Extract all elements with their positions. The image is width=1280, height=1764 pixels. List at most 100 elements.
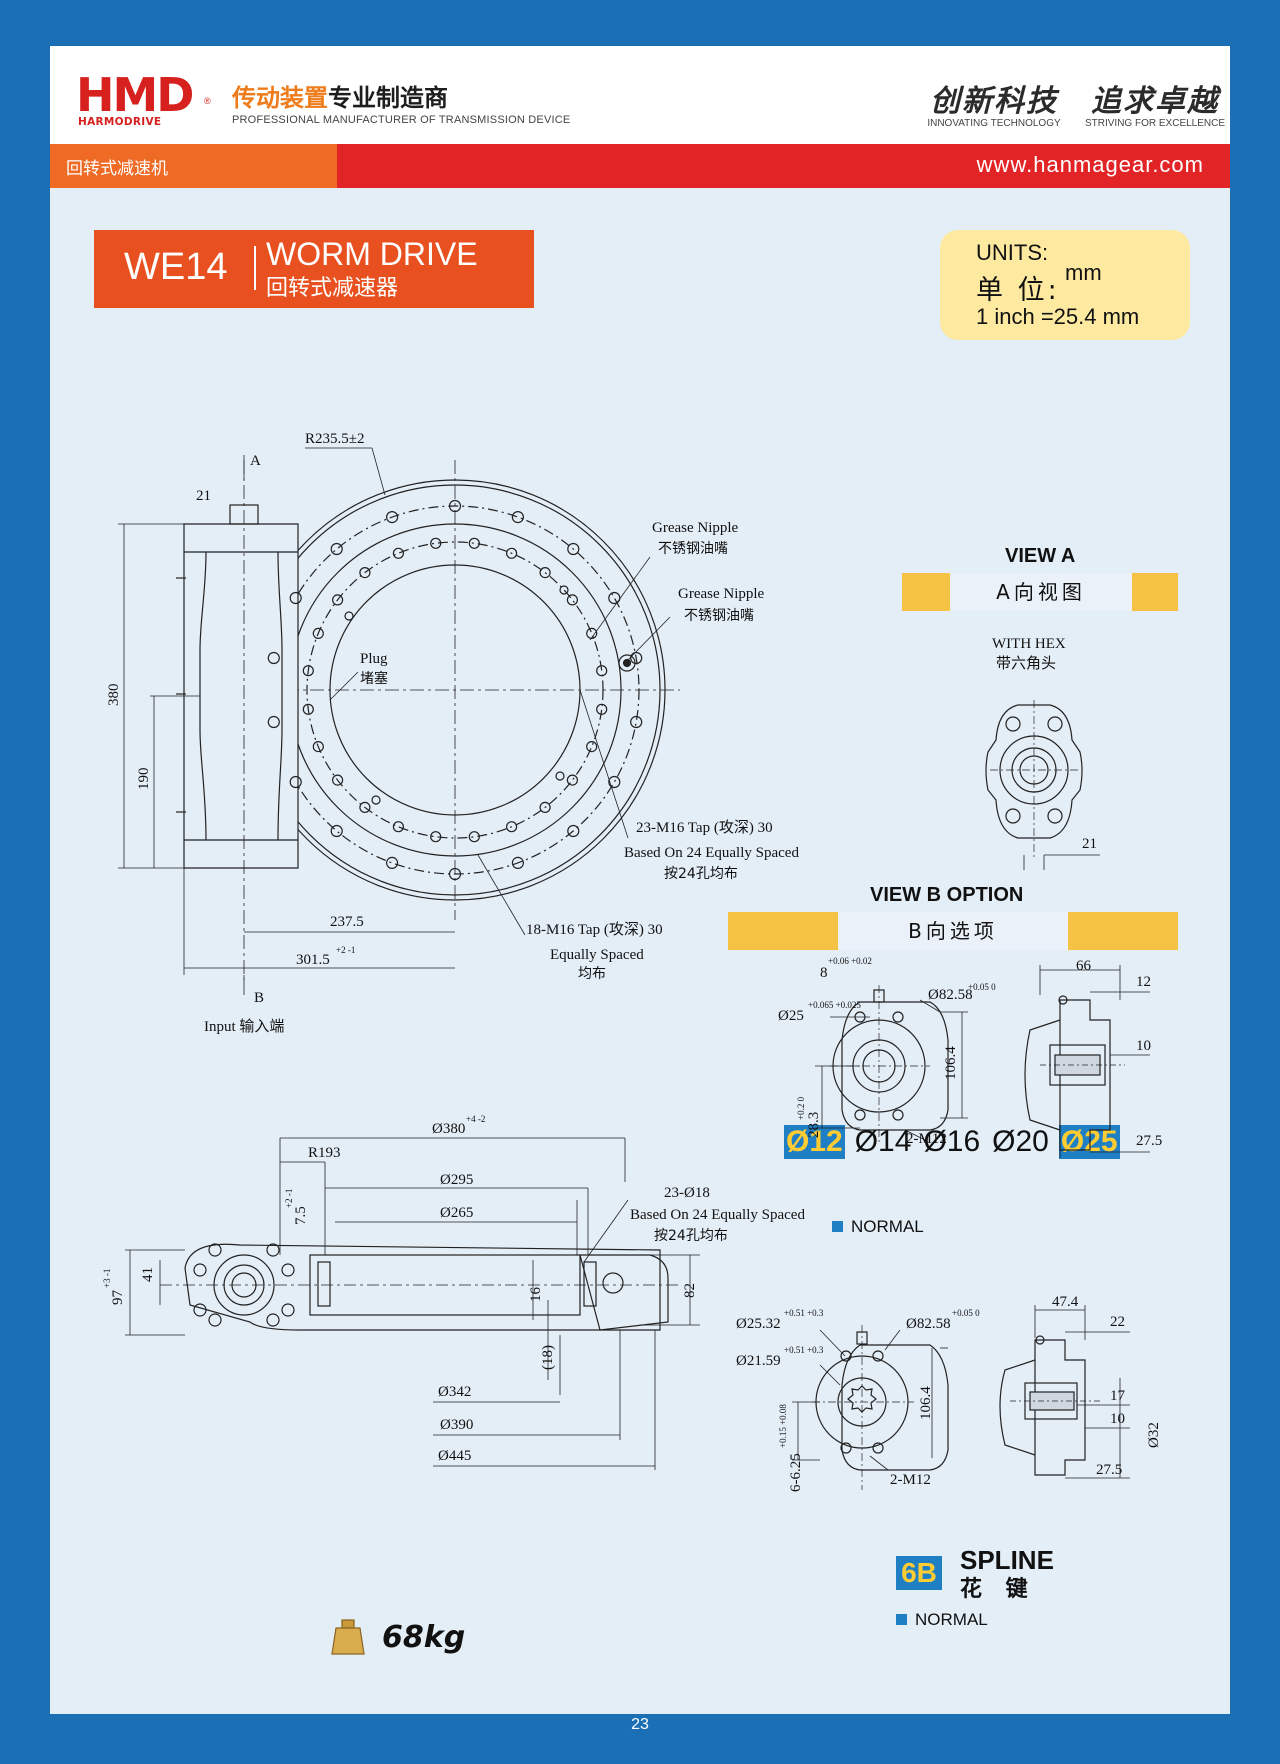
inner-bolt-hole [539, 801, 551, 814]
dim-10-a: 10 [1136, 1038, 1151, 1054]
shaft-size-12[interactable]: Ø12 [784, 1125, 845, 1159]
dim-r193: R193 [308, 1145, 341, 1161]
holes-spacing-cn: 按24孔均布 [654, 1228, 728, 1244]
units-conversion: 1 inch =25.4 mm [976, 304, 1140, 329]
plug-label-cn: 堵塞 [360, 670, 388, 687]
units-value: mm [1065, 260, 1102, 285]
view-b-marker: B [254, 990, 264, 1006]
spline-6-6-25: 6-6.25 [788, 1453, 804, 1492]
grease-nipple-1-en: Grease Nipple [652, 520, 739, 536]
tap-18-m16-cn: 均布 [578, 966, 606, 982]
front-hex-label: 21 [196, 488, 211, 504]
outer-bolt-hole [386, 856, 399, 870]
section-view-drawing [125, 1137, 700, 1470]
view-b-band: B向选项 [728, 912, 1178, 950]
inner-bolt-hole [312, 740, 324, 753]
tap-18-m16: 18-M16 Tap (攻深) 30 [526, 921, 663, 938]
registered-mark: ® [204, 96, 211, 106]
outer-bolt-hole [448, 499, 462, 513]
front-radius-label: R235.5±2 [305, 431, 365, 447]
website-link[interactable]: www.hanmagear.com [976, 152, 1204, 177]
grease-nipple-2-cn: 不锈钢油嘴 [684, 608, 754, 624]
slogan-excellence: 追求卓越 STRIVING FOR EXCELLENCE [1082, 76, 1228, 129]
inner-bolt-hole [359, 566, 371, 579]
dim-12: 12 [1136, 974, 1151, 990]
holes-23-d18: 23-Ø18 [664, 1185, 710, 1201]
inner-bolt-hole [312, 627, 324, 640]
dim-18: (18) [540, 1345, 556, 1370]
view-a-hex-label: 21 [1082, 836, 1097, 852]
slogan2-en: STRIVING FOR EXCELLENCE [1084, 118, 1226, 129]
dim-27-5-b: 27.5 [1096, 1462, 1122, 1478]
outer-bolt-hole [267, 715, 280, 729]
bolts-2-m12-a: 2-M12 [906, 1131, 947, 1147]
grease-nipple-1-cn: 不锈钢油嘴 [658, 541, 728, 557]
outer-bolt-hole [511, 510, 525, 524]
normal-legend-2: NORMAL [896, 1610, 988, 1630]
dim-d445: Ø445 [438, 1448, 471, 1464]
dim-28-3: 28.3 [806, 1112, 822, 1138]
outer-bolt-hole [448, 867, 462, 881]
spline-label-cn: 花 键 [960, 1577, 1036, 1602]
inner-bolt-hole [359, 801, 371, 814]
normal-legend-1: NORMAL [832, 1217, 924, 1237]
shaft-size-16[interactable]: Ø16 [923, 1125, 981, 1158]
option-b-spline-side [999, 1305, 1130, 1479]
dim-190: 190 [136, 768, 152, 791]
dim-d25-32: Ø25.32 [736, 1316, 781, 1332]
dim-82: 82 [682, 1283, 698, 1298]
tagline-cn-a: 传动装置 [232, 84, 328, 112]
outer-bolt-hole [608, 591, 621, 605]
inner-bolt-hole [596, 703, 608, 715]
outer-bolt-hole [511, 856, 525, 870]
pcd-82-58-b-tol: +0.05 0 [952, 1308, 980, 1318]
inner-bolt-hole [468, 831, 480, 843]
bore-d25: Ø25 [778, 1008, 804, 1024]
dim-22: 22 [1110, 1314, 1125, 1330]
dim-28-3-tol: +0.2 0 [796, 1096, 806, 1120]
tagline-cn: 传动装置专业制造商 [232, 78, 448, 113]
inner-bolt-hole [332, 774, 344, 786]
legend-square [896, 1614, 907, 1625]
slogan-innovating: 创新科技 INNOVATING TECHNOLOGY [924, 76, 1064, 129]
normal-label: NORMAL [851, 1217, 924, 1236]
front-view-drawing [118, 447, 680, 995]
category-label: 回转式减速机 [66, 159, 168, 179]
pcd-82-58-a-tol: +0.05 0 [968, 982, 996, 992]
dim-237-5: 237.5 [330, 914, 364, 930]
dim-97-tol: +3 -1 [102, 1269, 112, 1288]
outer-bolt-hole [567, 824, 580, 838]
dim-d380-tol: +4 -2 [466, 1114, 485, 1124]
shaft-size-25[interactable]: Ø25 [1058, 1125, 1120, 1159]
dim-97: 97 [110, 1290, 126, 1306]
view-b-band-label: B向选项 [838, 912, 1068, 950]
inner-bolt-hole [586, 627, 598, 640]
dim-106-4-b: 106.4 [918, 1386, 934, 1420]
inner-bolt-hole [392, 547, 404, 559]
units-label-en: UNITS: [976, 240, 1049, 265]
spline-normal-label: NORMAL [915, 1610, 988, 1629]
slogan2-cn: 追求卓越 [1091, 84, 1219, 119]
inner-bolt-hole [596, 665, 608, 677]
view-a-drawing [985, 700, 1100, 870]
dim-7-5-tol: +2 -1 [284, 1189, 294, 1208]
dim-301-5-tol: +2 -1 [336, 945, 355, 955]
dim-d342: Ø342 [438, 1384, 471, 1400]
product-name-en: WORM DRIVE [266, 236, 478, 272]
bolt-holes [267, 499, 643, 881]
view-b-title: VIEW B OPTION [870, 884, 1024, 906]
tap-23-m16: 23-M16 Tap (攻深) 30 [636, 819, 773, 836]
inner-bolt-hole [302, 703, 314, 715]
outer-bolt-hole [630, 651, 643, 665]
dim-7-5: 7.5 [293, 1206, 309, 1225]
dim-d380: Ø380 [432, 1121, 465, 1137]
slogan1-cn: 创新科技 [930, 84, 1058, 119]
logo-mark: HMD [76, 68, 194, 122]
inner-bolt-hole [506, 547, 518, 559]
view-a-band: A向视图 [902, 573, 1178, 611]
dim-d21-59-tol: +0.51 +0.3 [784, 1345, 824, 1355]
pcd-82-58-a: Ø82.58 [928, 987, 973, 1003]
outer-bolt-hole [330, 824, 343, 838]
dim-d32: Ø32 [1146, 1422, 1162, 1448]
shaft-size-20[interactable]: Ø20 [992, 1125, 1049, 1158]
